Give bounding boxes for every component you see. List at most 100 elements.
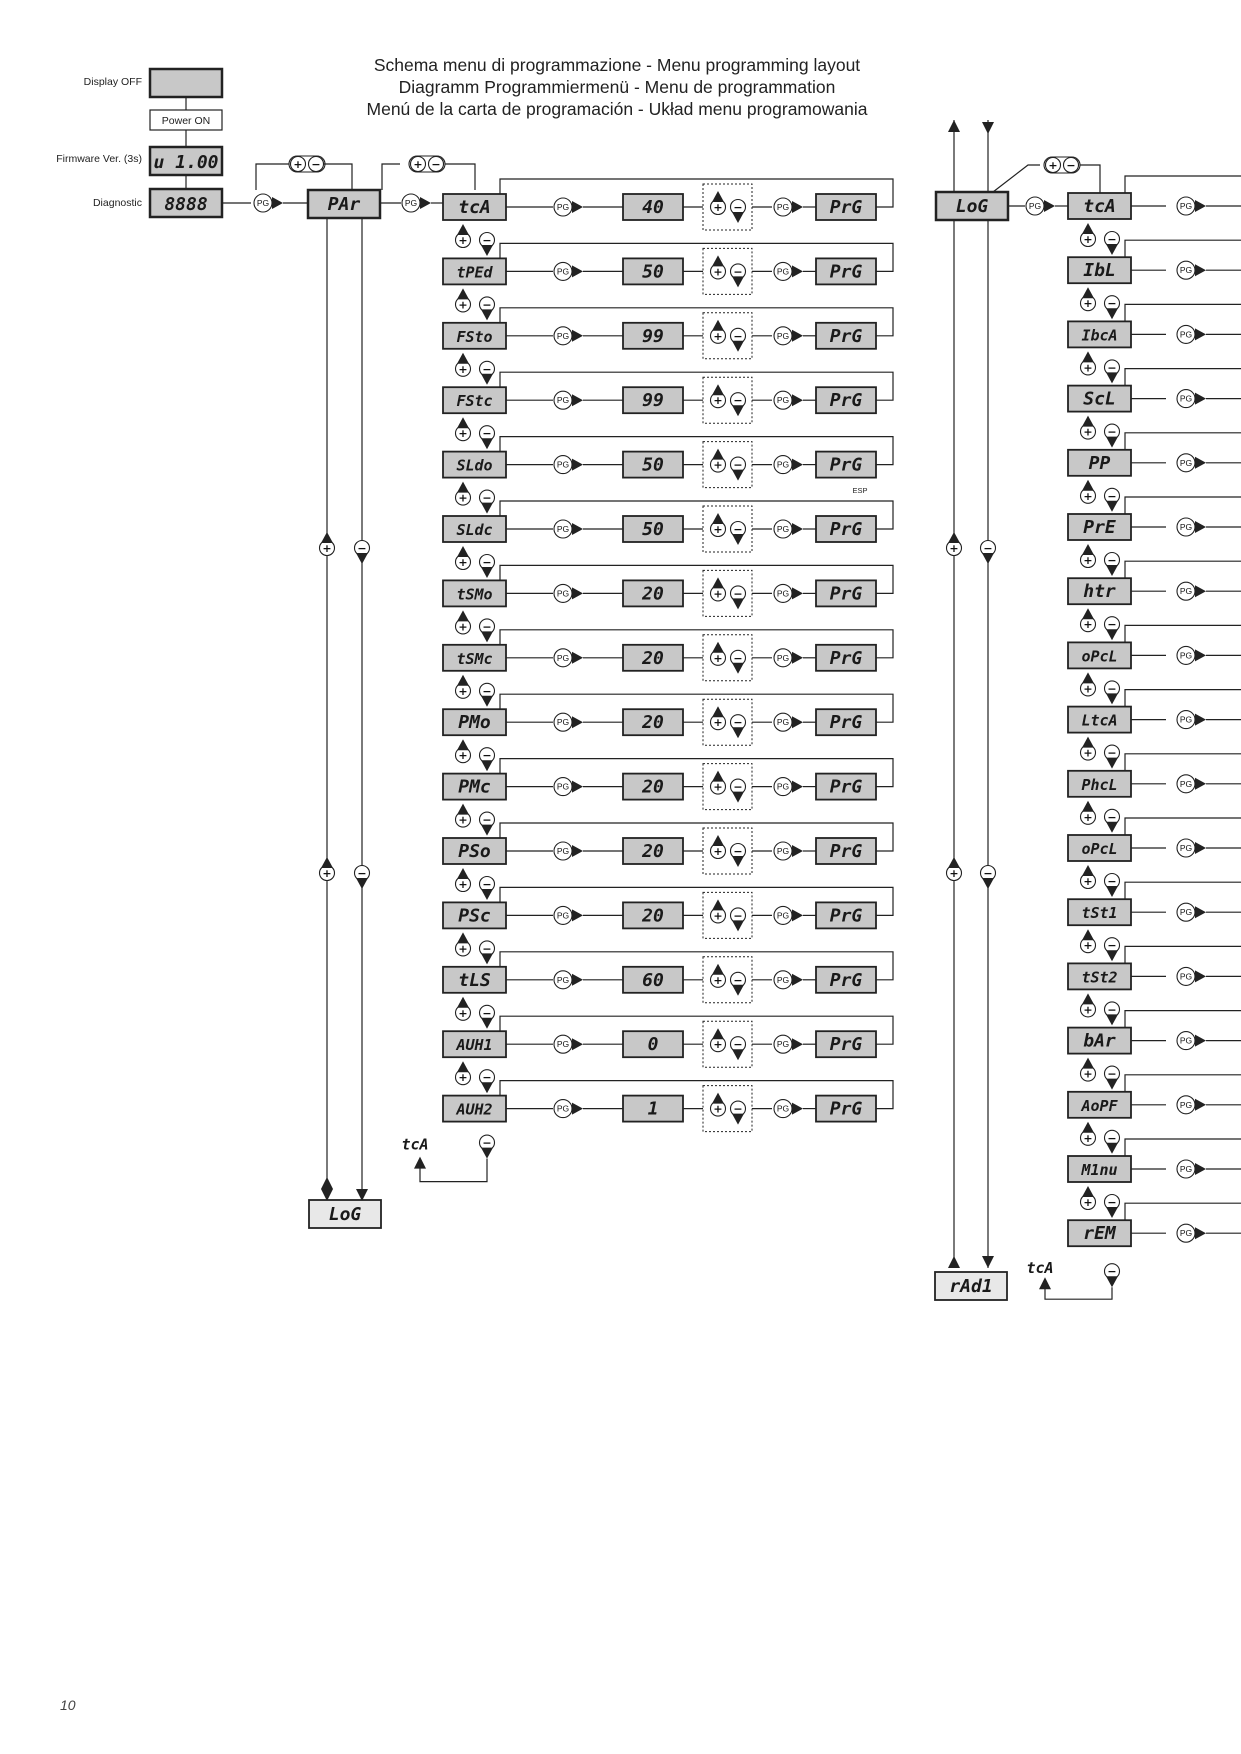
pg-button-icon: PG	[553, 519, 583, 539]
pg-arrow-icon	[1195, 970, 1206, 983]
pg-arrow-icon	[572, 845, 583, 857]
log-title-display-text: LoG	[956, 196, 989, 217]
log-code-display: ScL	[1067, 384, 1132, 413]
up-arrow-icon	[457, 996, 469, 1008]
plus-minus-icon: +−	[288, 155, 326, 173]
log-code-display: M1nu	[1067, 1155, 1132, 1183]
down-arrow-icon	[1106, 436, 1118, 448]
log-code-display-frame	[1067, 1090, 1132, 1119]
pg-arrow-icon	[572, 329, 583, 342]
par-value-display-text: 50	[642, 519, 664, 540]
par-value-display: 20	[622, 837, 684, 865]
diagnostic-label: Diagnostic	[93, 197, 142, 209]
par-prg-display: PrG	[815, 515, 877, 543]
pg-arrow-icon	[792, 651, 803, 664]
plus-up-icon: +	[454, 1061, 472, 1086]
plus-up-icon-symbol: +	[949, 542, 958, 555]
minus-icon: −	[1062, 156, 1080, 174]
pg-label: PG	[1180, 522, 1192, 532]
par-code-display-text: FSto	[456, 328, 492, 346]
minus-down-icon: −	[1103, 1065, 1121, 1090]
par-value-display-text: 20	[641, 777, 664, 798]
up-arrow-icon	[712, 835, 724, 846]
pg-label: PG	[1180, 1100, 1192, 1110]
pg-label: PG	[777, 782, 789, 792]
plus-up-icon-symbol: +	[1083, 682, 1092, 695]
plus-up-icon: +	[1079, 800, 1097, 825]
minus-down-icon: −	[478, 618, 496, 643]
plus-up-icon-symbol: +	[1083, 747, 1092, 760]
minus-down-icon: −	[478, 296, 496, 321]
pg-button-icon: PG	[1176, 517, 1206, 537]
plus-up-icon: +	[709, 448, 727, 473]
pg-label: PG	[1180, 394, 1192, 404]
par-code-display-frame	[442, 965, 507, 994]
minus-down-icon: −	[1103, 423, 1121, 448]
minus-down-icon: −	[729, 1100, 747, 1125]
pg-arrow-icon	[792, 329, 803, 342]
par-prg-display-text: PrG	[830, 841, 863, 862]
down-arrow-icon	[1106, 1078, 1118, 1090]
connector-line	[1124, 881, 1241, 900]
log-code-display: IbcA	[1067, 320, 1132, 349]
pg-button-icon: PG	[1176, 838, 1206, 858]
par-code-display-frame	[442, 515, 507, 543]
par-code-display-text: PSo	[458, 841, 491, 862]
plus-up-icon: +	[709, 899, 727, 924]
plus-up-icon-symbol: +	[458, 620, 467, 633]
par-code-display-frame	[442, 643, 507, 672]
minus-icon: −	[427, 155, 445, 173]
minus-icon-circle	[1062, 156, 1080, 174]
log-code-display-text: htr	[1083, 581, 1116, 602]
minus-down-icon-symbol: −	[1107, 939, 1116, 952]
par-prg-display-frame	[815, 643, 877, 672]
par-prg-display-text: PrG	[830, 455, 863, 476]
plus-up-icon-symbol: +	[458, 363, 467, 376]
pg-arrow-icon	[792, 523, 803, 535]
connector-line	[1124, 1138, 1241, 1156]
connector-line	[499, 757, 894, 788]
pg-label: PG	[1180, 907, 1192, 917]
log-row: ScL PG +−	[1067, 368, 1241, 448]
connector-line	[1124, 945, 1241, 964]
plus-up-icon-symbol: +	[1083, 426, 1092, 439]
minus-down-icon: −	[729, 456, 747, 481]
minus-down-icon: −	[1103, 680, 1121, 705]
down-arrow-icon	[732, 920, 744, 932]
minus-down-icon: −	[1103, 551, 1121, 576]
down-arrow-icon	[732, 727, 744, 739]
par-prg-display: PrG	[815, 450, 877, 479]
title-line-3: Menú de la carta de programación - Układ…	[367, 99, 868, 119]
par-code-display: tSMc	[442, 643, 507, 672]
log-code-display: tSt2	[1067, 962, 1132, 991]
plus-up-icon-symbol: +	[1083, 875, 1092, 888]
pg-label: PG	[777, 653, 789, 663]
pg-button-icon: PG	[1176, 324, 1206, 344]
pg-arrow-icon	[572, 651, 583, 664]
connector-line	[1124, 624, 1241, 643]
connector-line	[255, 163, 290, 190]
par-value-display-frame	[622, 193, 684, 221]
minus-down-icon-symbol: −	[482, 942, 491, 955]
minus-down-icon-symbol: −	[733, 394, 742, 407]
minus-down-icon-symbol: −	[733, 652, 742, 665]
log-code-display-text: tSt2	[1081, 968, 1117, 986]
pg-arrow-icon	[1195, 1034, 1206, 1047]
log-code-display: tcA	[1067, 192, 1132, 220]
minus-icon-symbol: −	[431, 158, 440, 171]
minus-down-icon-symbol: −	[733, 909, 742, 922]
plus-up-icon: +	[1079, 1186, 1097, 1211]
plus-up-icon-symbol: +	[458, 814, 467, 827]
up-arrow-icon	[1082, 865, 1094, 876]
plus-up-icon: +	[318, 857, 336, 882]
minus-down-icon: −	[729, 327, 747, 352]
pg-button-icon: PG	[773, 455, 803, 475]
down-arrow-icon	[982, 553, 994, 564]
par-code-display: PMo	[442, 708, 507, 737]
connector-line	[499, 951, 894, 981]
